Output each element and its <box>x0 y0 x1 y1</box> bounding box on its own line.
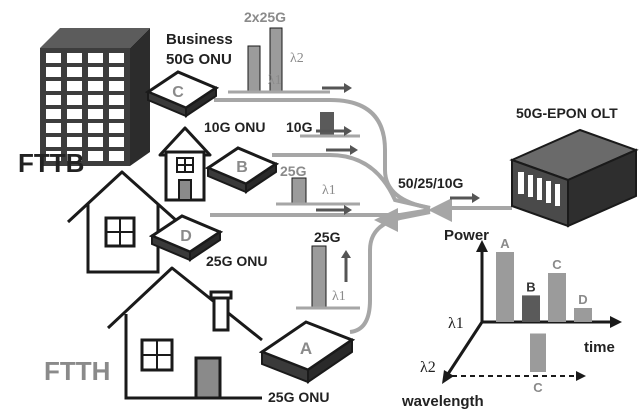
building-window <box>67 67 82 77</box>
onu-b-box[interactable]: B <box>204 146 280 194</box>
building-window <box>109 81 124 91</box>
spectrum-bar-d <box>276 177 360 206</box>
building-window <box>46 137 61 147</box>
olt-unit[interactable] <box>509 128 639 228</box>
lambda1-a: λ1 <box>332 289 346 304</box>
business-label-1: Business <box>166 31 233 48</box>
lambda2-bar-label: C <box>533 380 543 395</box>
building-window <box>109 53 124 63</box>
lambda1-time-bars: A B C D <box>496 236 592 322</box>
axis-time-label: time <box>584 339 615 356</box>
arrow-right-b <box>316 126 352 136</box>
onu-c-box[interactable]: C <box>144 70 220 118</box>
axis-lambda1-label: λ1 <box>448 315 464 332</box>
fiber-d <box>210 208 431 217</box>
building-window <box>46 151 61 161</box>
direction-arrows <box>316 83 480 282</box>
building-window <box>67 137 82 147</box>
building-window <box>88 109 103 119</box>
lambda1-top: λ1 <box>268 73 282 88</box>
lambda2-bar-group: C <box>530 333 546 395</box>
building-window <box>88 67 103 77</box>
building-window <box>67 53 82 63</box>
building-window <box>46 95 61 105</box>
building-window <box>109 151 124 161</box>
building-window <box>67 123 82 133</box>
timeline-bar-c <box>548 273 566 322</box>
arrow-right-c <box>322 83 352 93</box>
house-b <box>158 126 212 202</box>
building-window <box>67 109 82 119</box>
building-window <box>88 137 103 147</box>
house-d <box>66 170 179 274</box>
building-window <box>109 67 124 77</box>
onu-c-letter: C <box>172 84 184 101</box>
lambda1-mid: λ1 <box>322 183 336 198</box>
building-window <box>88 81 103 91</box>
arrow-right-b2 <box>326 145 358 155</box>
building-window <box>67 95 82 105</box>
building-window <box>46 67 61 77</box>
splitter-left <box>374 208 398 232</box>
rate-25g-a: 25G <box>314 229 341 245</box>
bar-c-lambda1 <box>247 45 261 93</box>
onu-a-letter: A <box>300 339 312 358</box>
olt-label: 50G-EPON OLT <box>516 105 618 121</box>
timeline-bar-label-c: C <box>552 257 562 272</box>
rates-combined-label: 50/25/10G <box>398 175 463 191</box>
arrow-right-d <box>316 205 352 215</box>
building-window <box>88 95 103 105</box>
lambda2-bar-c <box>530 333 546 372</box>
building-window <box>88 123 103 133</box>
building-window <box>109 109 124 119</box>
spectrum-bars-c <box>228 27 330 94</box>
lambda2-top: λ2 <box>290 51 304 66</box>
house-a <box>106 266 263 400</box>
onu-b-letter: B <box>236 159 248 176</box>
building-window <box>88 53 103 63</box>
rate-2x25g: 2x25G <box>244 9 286 25</box>
arrow-up-a <box>341 250 351 282</box>
business-label-2: 50G ONU <box>166 51 232 68</box>
onu-25g-a-label: 25G ONU <box>268 389 329 405</box>
timeline-bar-b <box>522 295 540 322</box>
building-window <box>109 95 124 105</box>
building-window <box>67 81 82 91</box>
building-window <box>46 123 61 133</box>
building-window <box>46 109 61 119</box>
ftth-label: FTTH <box>44 356 110 386</box>
splitter-right <box>428 198 452 222</box>
fiber-b <box>272 153 431 210</box>
building-window <box>67 151 82 161</box>
timeline-bar-label-b: B <box>526 279 535 294</box>
axis-lambda2-label: λ2 <box>420 359 436 376</box>
timeline-bar-label-a: A <box>500 236 510 251</box>
axis-power-label: Power <box>444 227 489 244</box>
building-window <box>109 137 124 147</box>
timeline-bar-label-d: D <box>578 292 587 307</box>
fiber-a <box>349 210 431 334</box>
fiber-c <box>214 98 431 210</box>
fttb-label: FTTB <box>18 148 84 178</box>
axis-wavelength-label: wavelength <box>401 393 484 410</box>
building-window <box>46 81 61 91</box>
spectrum-bar-a <box>296 245 360 310</box>
onu-10g-label: 10G ONU <box>204 119 265 135</box>
onu-25g-d-label: 25G ONU <box>206 253 267 269</box>
building-window <box>109 123 124 133</box>
onu-d-letter: D <box>180 228 192 245</box>
arrow-right-trunk <box>450 193 480 203</box>
onu-a-box[interactable]: A <box>258 320 356 384</box>
rate-10g: 10G <box>286 119 313 135</box>
business-building <box>40 28 150 166</box>
onu-d-box[interactable]: D <box>148 214 224 262</box>
building-window <box>88 151 103 161</box>
timeline-bar-a <box>496 252 514 322</box>
timeline-bar-d <box>574 308 592 322</box>
rate-25g-mid: 25G <box>280 163 307 179</box>
building-window <box>46 53 61 63</box>
